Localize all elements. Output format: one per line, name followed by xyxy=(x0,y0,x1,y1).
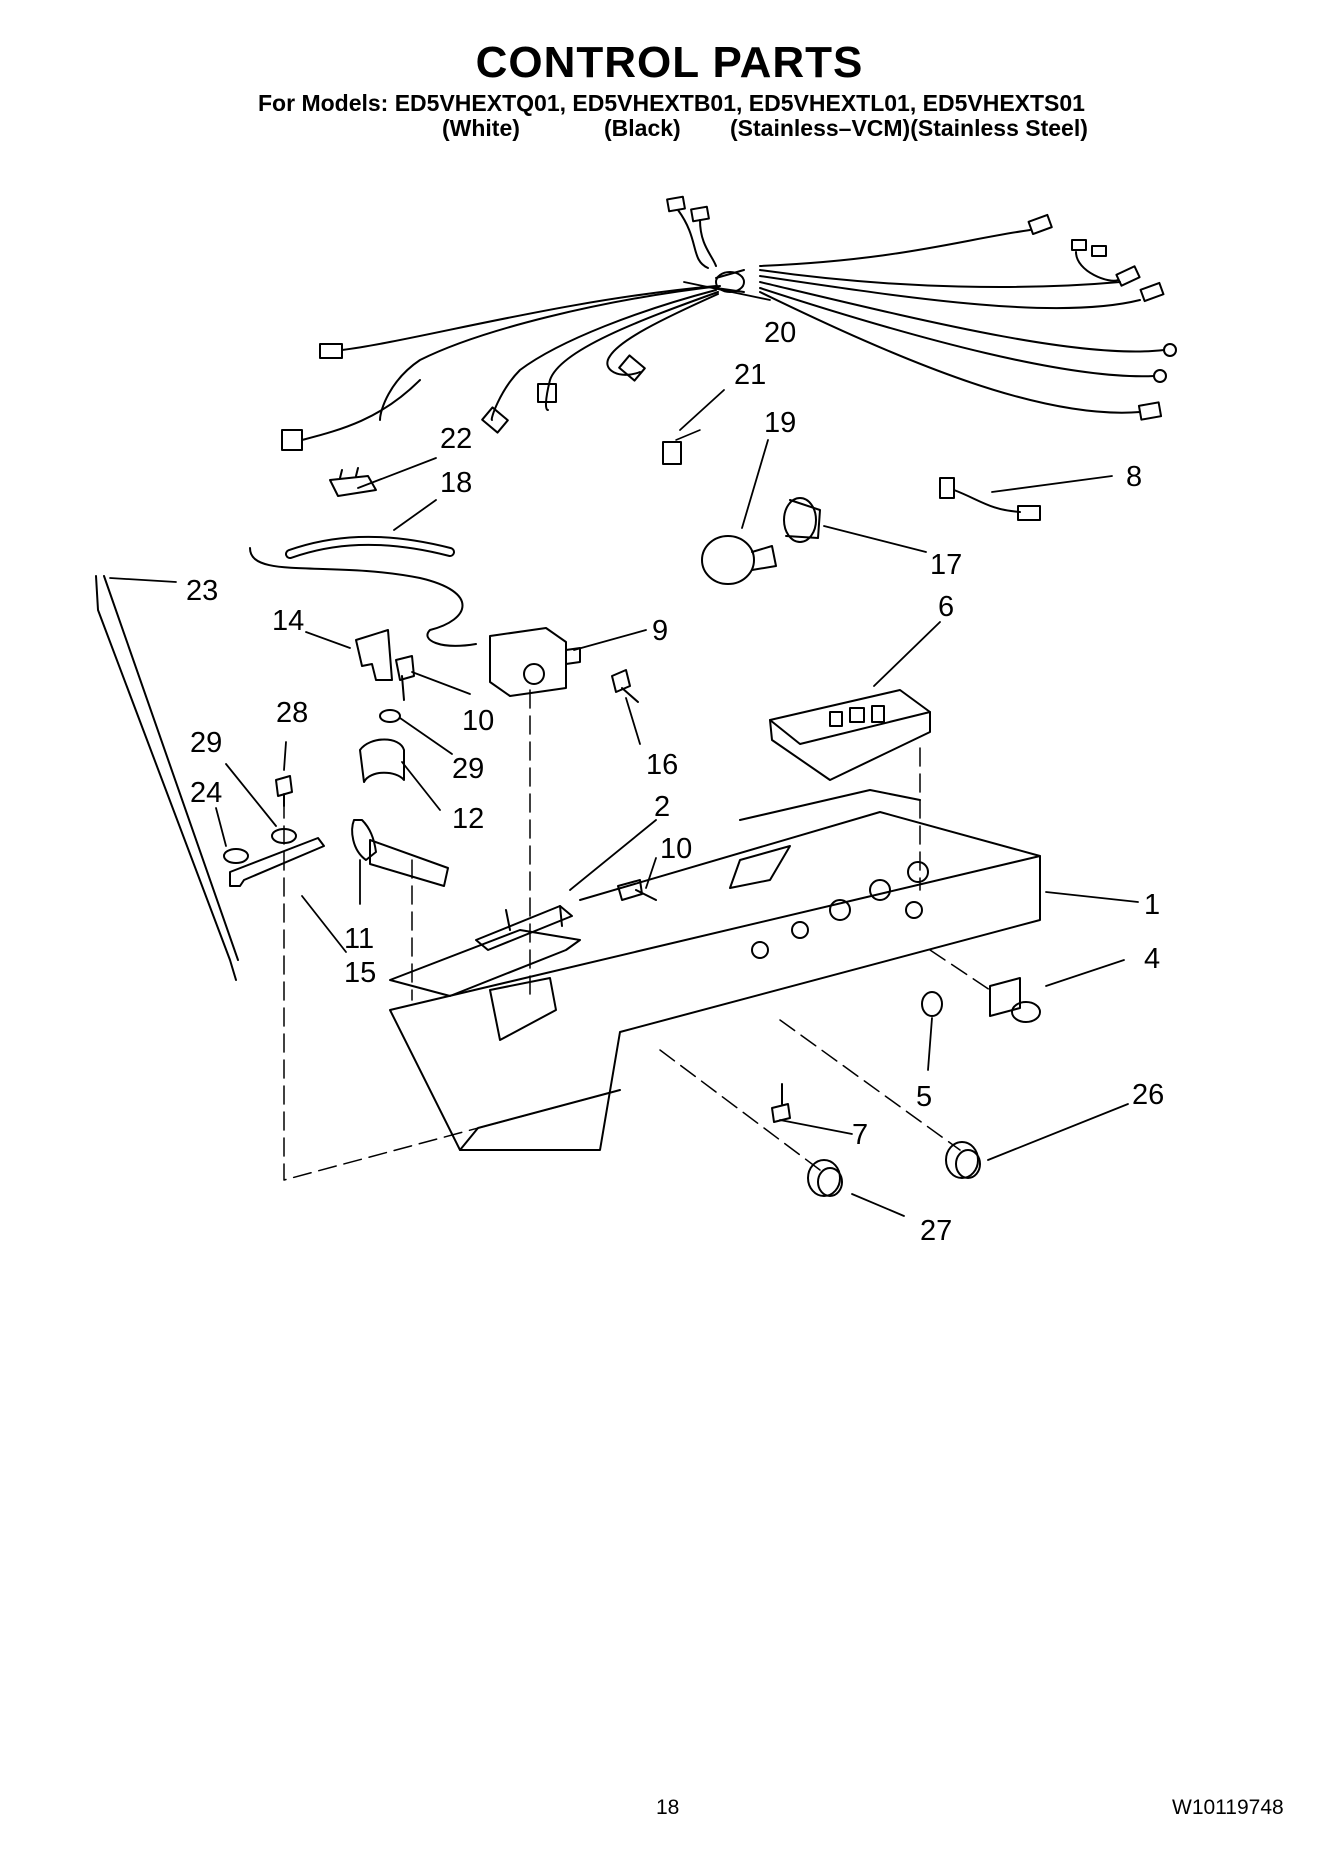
document-number: W10119748 xyxy=(1172,1796,1284,1819)
callout-29-right: 29 xyxy=(452,753,484,785)
part-5-button xyxy=(921,991,943,1017)
part-9-thermostat xyxy=(489,627,581,697)
callout-23: 23 xyxy=(186,575,218,607)
part-17-socket xyxy=(783,497,821,543)
callout-4: 4 xyxy=(1144,943,1160,975)
part-22-clip xyxy=(329,467,377,497)
callout-11: 11 xyxy=(344,923,374,955)
part-10-screw-lower xyxy=(617,879,657,901)
callout-10-upper: 10 xyxy=(462,705,494,737)
callout-28: 28 xyxy=(276,697,308,729)
callout-2: 2 xyxy=(654,791,670,823)
variant-black: (Black) xyxy=(604,115,681,141)
part-29-washer-upper xyxy=(379,709,401,723)
part-10-screw-upper xyxy=(395,655,415,701)
part-27-lens xyxy=(807,1159,843,1197)
callout-21: 21 xyxy=(734,359,766,391)
models-line: For Models: ED5VHEXTQ01, ED5VHEXTB01, ED… xyxy=(258,90,1085,116)
callout-1: 1 xyxy=(1144,889,1160,921)
callout-20: 20 xyxy=(764,317,796,349)
part-19-bulb xyxy=(701,535,777,585)
callout-14: 14 xyxy=(272,605,304,637)
page-title: CONTROL PARTS xyxy=(475,38,864,87)
wire-harness xyxy=(281,195,1177,451)
callout-22: 22 xyxy=(440,423,472,455)
part-8-connector xyxy=(939,477,1041,521)
part-12-clamp xyxy=(359,738,405,783)
callout-labels: 20 21 22 19 18 8 17 23 14 9 6 10 28 29 1… xyxy=(186,317,1164,1247)
part-21-clip xyxy=(662,441,682,465)
callout-27: 27 xyxy=(920,1215,952,1247)
callout-16: 16 xyxy=(646,749,678,781)
callout-24: 24 xyxy=(190,777,222,809)
part-6-control-board xyxy=(769,689,931,781)
callout-9: 9 xyxy=(652,615,668,647)
callout-5: 5 xyxy=(916,1081,932,1113)
callout-15: 15 xyxy=(344,957,376,989)
page-number: 18 xyxy=(656,1796,680,1819)
part-1-control-housing xyxy=(389,789,1041,1151)
callout-12: 12 xyxy=(452,803,484,835)
callout-10-lower: 10 xyxy=(660,833,692,865)
part-15-lever xyxy=(229,837,325,887)
part-23-rod xyxy=(95,575,237,981)
part-2-mounting-bracket xyxy=(389,905,581,997)
callout-8: 8 xyxy=(1126,461,1142,493)
callout-7: 7 xyxy=(852,1119,868,1151)
part-14-bracket xyxy=(355,629,393,681)
callout-6: 6 xyxy=(938,591,954,623)
callout-29-left: 29 xyxy=(190,727,222,759)
callout-26: 26 xyxy=(1132,1079,1164,1111)
part-24-washer xyxy=(223,848,249,864)
part-11-shaft xyxy=(351,819,449,887)
variant-white: (White) xyxy=(442,115,520,141)
variant-stainless: (Stainless–VCM)(Stainless Steel) xyxy=(730,115,1088,141)
part-7-screw xyxy=(771,1083,791,1123)
alignment-lines xyxy=(283,689,991,1181)
callout-18: 18 xyxy=(440,467,472,499)
part-26-lens xyxy=(945,1141,981,1179)
part-16-screw xyxy=(611,669,639,703)
callout-17: 17 xyxy=(930,549,962,581)
thermostat-capillary xyxy=(249,547,477,647)
callout-19: 19 xyxy=(764,407,796,439)
leader-lines xyxy=(109,281,1139,1217)
part-4-switch xyxy=(989,977,1041,1023)
